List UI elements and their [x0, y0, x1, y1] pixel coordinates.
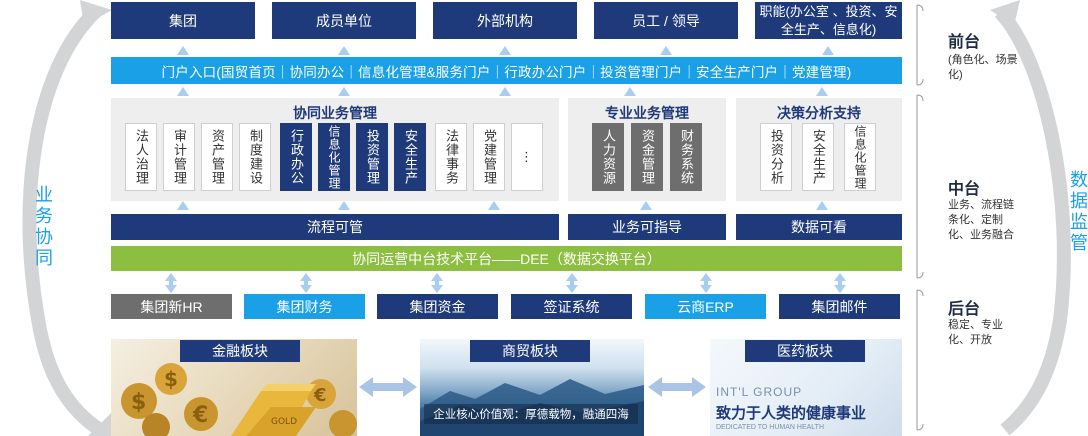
double-arrow	[359, 377, 417, 397]
arrow-up	[499, 46, 511, 55]
arrow-up	[816, 201, 828, 210]
arrow-up	[499, 87, 511, 96]
svg-text:€: €	[313, 385, 327, 406]
module-hr[interactable]: 人力资源	[592, 123, 624, 191]
arrow-up	[822, 46, 834, 55]
middle-office-title: 中台	[948, 181, 981, 198]
portal-entry-bar[interactable]: 门户入口(国贸首页｜协同办公｜信息化管理&服务门户｜行政办公门户｜投资管理门户｜…	[111, 57, 902, 84]
double-arrow	[648, 377, 706, 397]
module-finance[interactable]: 财务系统	[670, 123, 702, 191]
module-it-mgmt[interactable]: 信息化管理	[844, 123, 876, 191]
module-party-building[interactable]: 党建管理	[473, 123, 505, 191]
panel-title: 专业业务管理	[605, 105, 689, 121]
process-manageable-bar: 流程可管	[111, 214, 559, 240]
arrow-up	[177, 87, 189, 96]
business-collaboration-label: 业务协同	[33, 185, 53, 269]
system-group-finance[interactable]: 集团财务	[244, 294, 365, 319]
arrow-up	[177, 46, 189, 55]
finance-sector-label: 金融板块	[180, 340, 300, 362]
arrow-up	[177, 201, 189, 210]
module-assets[interactable]: 资产管理	[201, 123, 233, 191]
arrow-up	[816, 87, 828, 96]
finance-sector-image: $ $ € € GOLD	[111, 339, 357, 436]
module-more[interactable]: ⋮	[511, 123, 543, 191]
svg-text:€: €	[192, 403, 208, 428]
gold-bar-text: GOLD	[271, 417, 297, 427]
module-safety[interactable]: 安全生产	[394, 123, 426, 191]
front-office-title: 前台	[948, 34, 981, 51]
top-box-external-orgs: 外部机构	[433, 2, 577, 39]
arrow-up	[338, 87, 350, 96]
trade-sector-label: 商贸板块	[470, 340, 590, 362]
data-supervision-label: 数据监管	[1068, 170, 1088, 254]
system-visa[interactable]: 签证系统	[511, 294, 632, 319]
system-group-mail[interactable]: 集团邮件	[779, 294, 900, 319]
arrow-up	[624, 87, 636, 96]
front-office-desc: (角色化、场景化)	[948, 54, 1018, 81]
module-rules[interactable]: 制度建设	[239, 123, 271, 191]
top-box-member-units: 成员单位	[272, 2, 416, 39]
pharma-slogan-en: DEDICATED TO HUMAN HEALTH	[716, 424, 824, 431]
system-cloud-erp[interactable]: 云商ERP	[645, 294, 766, 319]
top-box-functions: 职能(办公室 、投资、安全生产、信息化)	[755, 2, 902, 39]
arrow-up	[488, 201, 500, 210]
svg-text:$: $	[164, 367, 178, 391]
svg-text:$: $	[131, 390, 146, 415]
module-investment[interactable]: 投资管理	[356, 123, 388, 191]
panel-title: 协同业务管理	[293, 105, 377, 121]
module-legal-affairs[interactable]: 法律事务	[435, 123, 467, 191]
module-audit[interactable]: 审计管理	[163, 123, 195, 191]
top-box-staff-leaders: 员工 / 领导	[594, 2, 738, 39]
dee-platform-bar: 协同运营中台技术平台——DEE（数据交换平台）	[111, 246, 902, 271]
arrow-up	[640, 201, 652, 210]
module-investment-analysis[interactable]: 投资分析	[760, 123, 792, 191]
pharma-sector-label: 医药板块	[745, 340, 865, 362]
back-office-desc: 稳定、专业化、开放	[948, 319, 1003, 346]
module-legal-governance[interactable]: 法人治理	[125, 123, 157, 191]
system-group-funds[interactable]: 集团资金	[377, 294, 498, 319]
module-it-management[interactable]: 信息化管理	[318, 123, 350, 191]
data-visible-bar: 数据可看	[736, 214, 902, 240]
system-group-hr[interactable]: 集团新HR	[111, 294, 232, 319]
module-safety-production[interactable]: 安全生产	[802, 123, 834, 191]
intl-group-brand: INT'L GROUP	[716, 385, 803, 399]
panel-title: 决策分析支持	[777, 105, 861, 121]
arrow-up	[660, 46, 672, 55]
pharma-slogan: 致力于人类的健康事业	[716, 405, 867, 422]
middle-office-desc: 业务、流程链条化、定制化、业务融合	[948, 199, 1014, 241]
module-admin-office[interactable]: 行政办公	[280, 123, 312, 191]
arrow-up	[338, 201, 350, 210]
coins-bars-illustration: $ $ € € GOLD	[121, 363, 357, 436]
module-funds[interactable]: 资金管理	[631, 123, 663, 191]
updown-arrows	[165, 273, 846, 293]
top-box-group: 集团	[111, 2, 255, 39]
core-values-caption: 企业核心价值观：厚德载物，融通四海	[424, 404, 638, 424]
business-guidable-bar: 业务可指导	[568, 214, 726, 240]
arrow-up	[338, 46, 350, 55]
back-office-title: 后台	[948, 301, 981, 318]
